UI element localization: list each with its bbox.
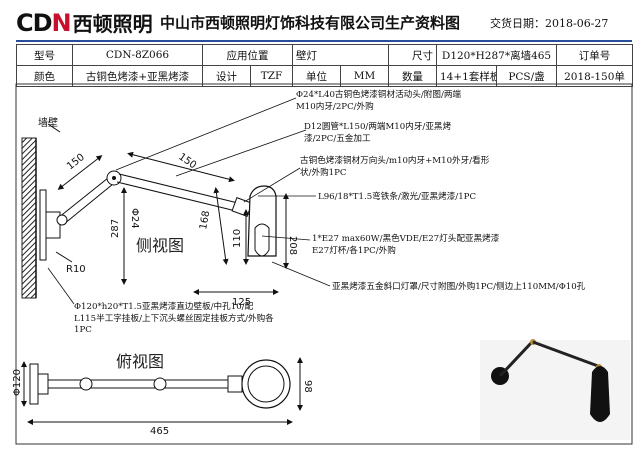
logo-mark: CDN: [16, 8, 72, 37]
logo-chinese: 西顿照明: [72, 12, 153, 36]
document-header: CDN 西顿照明 中山市西顿照明灯饰科技有限公司生产资料图 交货日期：2018-…: [0, 0, 640, 40]
cell-color-value: 古铜色烤漆+亚黑烤漆: [72, 65, 203, 87]
cell-pcs-label: PCS/盏: [495, 65, 558, 87]
note-leaders: [47, 97, 331, 305]
dim-98: 98: [302, 380, 313, 393]
cell-design-value: TZF: [250, 65, 293, 87]
dim-phi120: Φ120: [12, 369, 23, 396]
company-logo: CDN 西顿照明: [16, 8, 153, 37]
dim-r10: R10: [66, 264, 86, 275]
cell-order-value: 2018-150单: [556, 65, 634, 87]
lower-arm: [56, 177, 114, 226]
dim-168: 168: [198, 210, 212, 231]
dim-208: 208: [287, 236, 298, 255]
dim-287: 287: [110, 219, 121, 238]
wall-plate-side: [39, 189, 47, 261]
cell-color-label: 颜色: [16, 65, 73, 87]
cell-size-value: D120*H287*离墙465: [435, 44, 558, 66]
note-arm-tube: D12圆管*L150/两端M10内牙/亚黑烤漆/2PC/五金加工: [304, 122, 452, 144]
shade-side: [247, 185, 277, 257]
cell-design-label: 设计: [202, 65, 251, 87]
top-view: [29, 359, 291, 409]
delivery-date: 交货日期：2018-06-27: [490, 17, 609, 30]
wall-label: 墙壁: [38, 118, 58, 129]
company-title: 中山市西顿照明灯饰科技有限公司生产资料图: [160, 14, 461, 32]
note-universal-head: 古铜色烤漆铜材万向头/m10内牙+M10外牙/看形状/外购1PC: [300, 156, 490, 178]
spec-row-2: 颜色 古铜色烤漆+亚黑烤漆 设计 TZF 单位 MM 数量 14+1套样板 PC…: [16, 65, 634, 87]
header-divider: [16, 40, 632, 42]
side-view-label: 侧视图: [136, 236, 185, 255]
cell-qty-value: 14+1套样板: [436, 65, 497, 87]
dim-465: 465: [150, 426, 169, 437]
wall-hatch: [21, 137, 37, 299]
dim-125: 125: [232, 297, 251, 308]
dim-110: 110: [232, 229, 243, 248]
note-bracket: L96/18*T1.5弯铁条/激光/亚黑烤漆/1PC: [318, 192, 477, 202]
upper-arm: [116, 173, 239, 212]
note-swivel-joint: Φ24*L40古铜色烤漆铜材活动头/附图/两端M10内牙/2PC/外购: [296, 90, 462, 112]
top-view-label: 俯视图: [116, 352, 165, 371]
note-wall-plate: Φ120*h20*T1.5亚黑烤漆直边壁板/中孔10/配L115半工字挂板/上下…: [74, 302, 274, 335]
note-socket: 1*E27 max60W/黑色VDE/E27灯头配亚黑烤漆E27灯杯/各1PC/…: [312, 234, 500, 256]
spec-row-1: 型号 CDN-8Z066 应用位置 壁灯 尺寸 D120*H287*离墙465 …: [16, 44, 634, 66]
cell-unit-value: MM: [340, 65, 389, 87]
drawing-frame: [15, 83, 633, 445]
spec-table: 型号 CDN-8Z066 应用位置 壁灯 尺寸 D120*H287*离墙465 …: [16, 44, 634, 87]
note-shade: 亚黑烤漆五金斜口灯罩/尺寸附图/外购1PC/侧边上110MM/Φ10孔: [332, 282, 586, 292]
wall-mount-block: [45, 211, 61, 239]
dim-phi24: Φ24: [129, 208, 140, 229]
product-photo: [480, 339, 630, 440]
wall-leader: [47, 123, 61, 133]
